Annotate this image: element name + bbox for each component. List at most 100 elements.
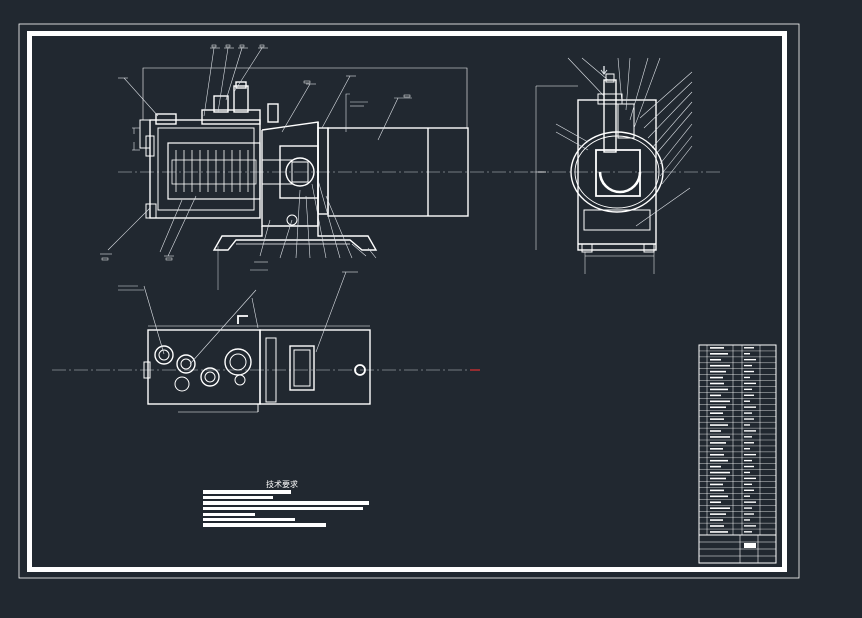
inner-frame: [27, 31, 787, 572]
parts-list-cell-mark: [744, 501, 756, 503]
parts-list-cell-mark: [744, 424, 750, 426]
exhaust-stub: [267, 103, 279, 123]
parts-list-cell-mark: [744, 376, 750, 379]
side-housing: [577, 99, 657, 251]
parts-list-cell-mark: [710, 477, 726, 480]
pump-housing-inner: [157, 127, 255, 211]
parts-list-cell-mark: [744, 519, 750, 521]
sight-glass: [145, 135, 155, 157]
side-height-dimension: [535, 85, 578, 250]
parts-list-cell-mark: [744, 448, 750, 450]
parts-list-cell-mark: [710, 513, 726, 515]
parts-list-cell-mark: [744, 531, 752, 533]
side-valve: [617, 103, 635, 139]
side-view[interactable]: [530, 73, 720, 274]
parts-list-cell-mark: [710, 501, 721, 504]
parts-list-cell-mark: [744, 442, 754, 444]
top-pump-body: [147, 329, 261, 405]
overall-dimension-line: [142, 67, 468, 128]
parts-list-cell-mark: [710, 400, 730, 403]
top-port-1-inner: [158, 349, 170, 361]
top-coupling-guard: [265, 337, 277, 403]
parts-list-cell-mark: [744, 418, 754, 420]
parts-list-cell-mark: [744, 507, 752, 509]
parts-list-cell-mark: [744, 382, 756, 385]
front-view-labels: [101, 44, 411, 261]
parts-list-cell-mark: [744, 364, 752, 367]
top-port-3-inner: [204, 371, 216, 383]
valve-stem: [233, 85, 249, 113]
coupling-core: [291, 161, 309, 183]
parts-list-cell-mark: [710, 525, 724, 527]
rotor-hatch: [171, 150, 257, 192]
parts-list-cell-mark: [744, 436, 752, 438]
parts-list-rows: [699, 350, 776, 530]
shaft-collar: [597, 93, 623, 105]
parts-list-cell-mark: [710, 418, 724, 420]
parts-list-cell-mark: [710, 436, 730, 438]
parts-list-cell-mark: [710, 394, 721, 397]
top-port-2-inner: [180, 358, 192, 370]
parts-list-text-marks: [710, 347, 756, 533]
parts-list-cell-mark: [710, 471, 730, 474]
top-motor-shaft-end: [354, 364, 366, 376]
parts-list-cell-mark: [710, 353, 728, 355]
parts-list-cell-mark: [710, 495, 728, 498]
parts-list-cell-mark: [744, 477, 756, 480]
technical-requirements-title: 技术要求: [266, 479, 298, 489]
top-exhaust-inner: [229, 353, 247, 371]
motor-body: [327, 127, 469, 217]
technical-requirements-lines: [203, 490, 369, 527]
parts-list-cell-mark: [744, 465, 754, 468]
parts-list-cell-mark: [744, 495, 750, 497]
outer-frame: [18, 23, 800, 579]
parts-list-cell-mark: [744, 459, 752, 462]
parts-list-cell-mark: [710, 358, 721, 361]
rotor-arc: [598, 171, 642, 194]
top-view[interactable]: [52, 315, 480, 413]
parts-list-cell-mark: [710, 448, 723, 450]
parts-list-cell-mark: [744, 430, 756, 432]
rotor-assembly: [167, 142, 261, 200]
pump-housing: [149, 119, 261, 219]
top-port-3: [200, 367, 220, 387]
technical-requirements: 技术要求: [203, 479, 369, 527]
top-bolt: [234, 374, 246, 386]
parts-list-cell-mark: [744, 453, 756, 456]
front-section-view[interactable]: [118, 67, 542, 251]
parts-list-table[interactable]: [698, 344, 777, 564]
top-motor-body: [259, 329, 371, 405]
parts-list-cell-mark: [744, 471, 750, 474]
parts-list-cell-mark: [744, 370, 754, 373]
parts-list-cell-mark: [710, 442, 726, 444]
parts-list-cell-mark: [710, 424, 728, 426]
side-foot-right: [643, 243, 655, 253]
front-view-leaders: [100, 47, 412, 290]
parts-list-cell-mark: [710, 406, 726, 409]
parts-list-cell-mark: [710, 489, 724, 492]
parts-list-cell-mark: [744, 400, 750, 402]
top-port-4: [174, 376, 190, 392]
sheet-border: [18, 23, 800, 579]
parts-list-cell-mark: [710, 376, 723, 379]
parts-list-cell-mark: [710, 388, 728, 391]
parts-list-cell-mark: [744, 525, 756, 527]
parts-list-cell-mark: [710, 465, 721, 468]
vertical-shaft: [603, 79, 617, 153]
parts-list-cell-mark: [710, 347, 724, 349]
parts-list-cell-mark: [744, 513, 754, 515]
top-port-1: [154, 345, 174, 365]
inlet-stem: [213, 95, 229, 113]
parts-list-cell-mark: [710, 370, 726, 373]
parts-list-cell-mark: [710, 507, 730, 509]
shaft-cap: [605, 73, 615, 83]
parts-list-cell-mark: [744, 483, 752, 486]
top-terminal-inner: [293, 349, 311, 387]
parts-list-cell-mark: [744, 353, 750, 355]
parts-list-cell-mark: [710, 453, 724, 456]
parts-list-cell-mark: [710, 483, 723, 486]
motor-flange-plate: [317, 127, 329, 215]
top-port-2: [176, 354, 196, 374]
